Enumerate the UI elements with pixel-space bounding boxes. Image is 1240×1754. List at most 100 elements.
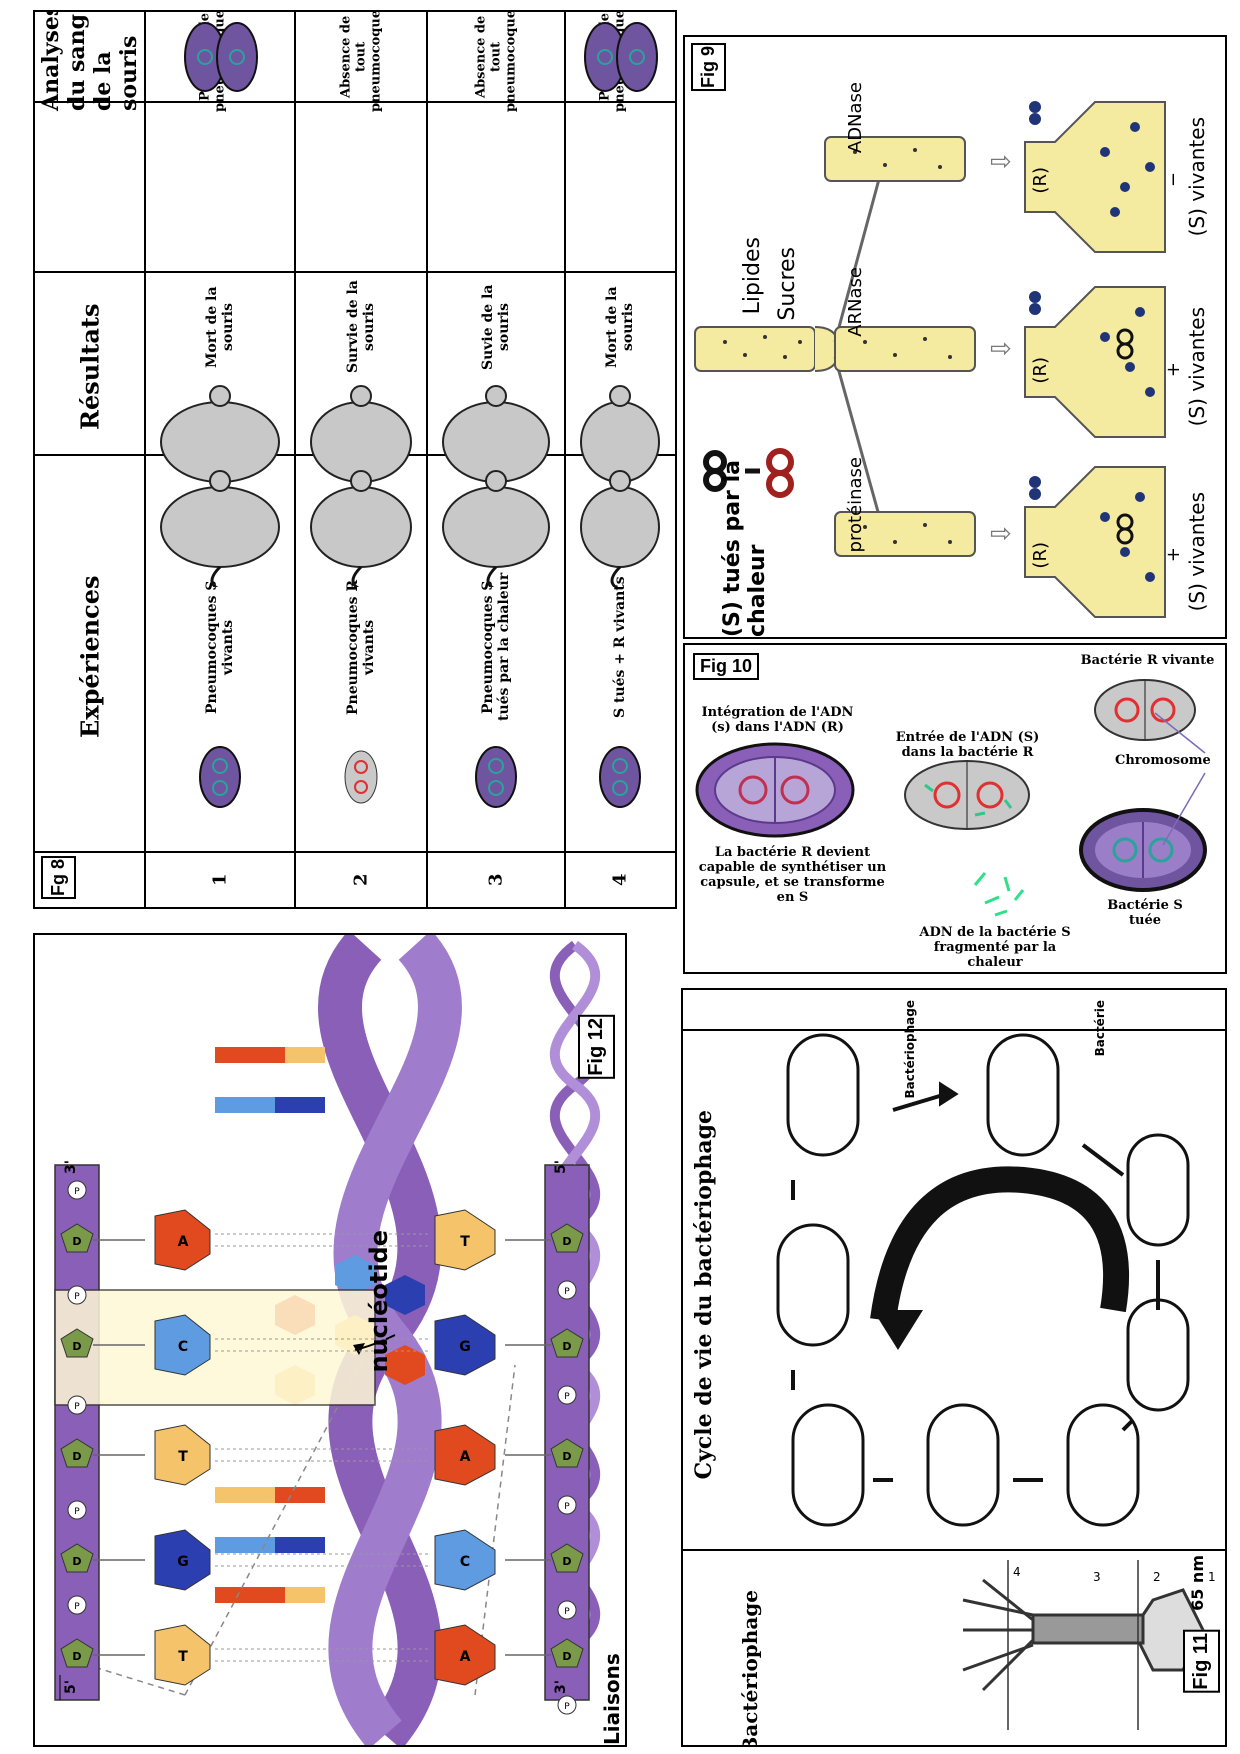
fig8-tag: Fg 8	[41, 855, 76, 899]
fig8-row-num-1: 1	[209, 873, 231, 886]
fig11-diagram	[683, 1029, 1225, 1730]
phosphate-label: P	[74, 1507, 80, 1517]
phosphate-label: P	[564, 1702, 570, 1712]
fig11-bacterie: Bactérie	[1093, 1000, 1107, 1057]
phosphate-label: P	[74, 1602, 80, 1612]
fig10-tag: Fig 10	[693, 653, 760, 680]
fig9-sign-3: −	[1163, 172, 1184, 188]
fig12-end-5-bottom: 5'	[553, 1160, 569, 1175]
mouse-icon	[310, 385, 412, 502]
sugar-label: D	[72, 1340, 81, 1353]
fig8-analysis-3: Absence de tout pneumocoques	[473, 10, 519, 112]
bacteria-icon	[199, 746, 241, 808]
base-label-right: C	[460, 1554, 470, 1570]
svg-text:⇨: ⇨	[990, 147, 1012, 177]
fig11-number-3: 3	[1093, 1570, 1101, 1584]
fig8-result-2: Survie de la souris	[345, 280, 377, 374]
fig12-liaisons-label: Liaisons hydrogènes	[600, 1612, 627, 1745]
fig12-end-3-bottom: 3'	[553, 1680, 569, 1695]
sugar-label: D	[72, 1450, 81, 1463]
fig8-header-analysis: Analyses du sang de la souris	[38, 10, 142, 111]
fig8-result-3: Suvie de la souris	[480, 284, 512, 370]
fig8-table	[35, 12, 675, 907]
base-label-right: A	[460, 1449, 471, 1465]
fig11-title: Cycle de vie du bactériophage	[691, 1110, 717, 1480]
phosphate-label: P	[564, 1392, 570, 1402]
fig9-enzyme-2: ARNase	[845, 267, 866, 337]
fig12-tag: Fig 12	[578, 1015, 615, 1079]
fig9-diagram: ⇨ ⇨ ⇨	[694, 101, 1166, 618]
bacteria-icon	[599, 746, 641, 808]
fig10-integration: Intégration de l'ADN (s) dans l'ADN (R)	[701, 705, 854, 735]
base-label-left: G	[177, 1554, 189, 1570]
phosphate-label: P	[74, 1292, 80, 1302]
fig9-killed-label: (S) tués par la chaleur	[720, 460, 770, 637]
fig9-r-label-1: (R)	[1030, 542, 1051, 569]
fig10-chromosome: Chromosome	[1115, 753, 1211, 768]
fig12-end-3-top: 3'	[63, 1160, 79, 1175]
fig8-panel: Fg 8 Analyses du sang de la souris Résul…	[33, 10, 677, 909]
phosphate-label: P	[564, 1287, 570, 1297]
sugar-label: D	[562, 1235, 571, 1248]
fig10-fragments: ADN de la bactérie S fragmenté par la ch…	[919, 925, 1071, 970]
fig10-diagram	[695, 679, 1207, 917]
sugar-label: D	[72, 1235, 81, 1248]
base-label-left: A	[178, 1234, 189, 1250]
fig8-row-num-4: 4	[609, 873, 631, 886]
sugar-label: D	[562, 1555, 571, 1568]
flask-icon	[1024, 101, 1166, 618]
mouse-icon	[580, 470, 660, 587]
fig8-analysis-2: Absence de tout pneumocoques	[338, 10, 384, 112]
fig8-header-results: Résultats	[75, 303, 105, 431]
mouse-icon	[160, 470, 280, 587]
fig11-scale: 65 nm	[1188, 1555, 1207, 1611]
fig11-number-2: 2	[1153, 1570, 1161, 1584]
base-label-left: T	[178, 1449, 188, 1465]
base-label-right: T	[460, 1234, 470, 1250]
bacteriophage-icon	[962, 1578, 1205, 1692]
mouse-icon	[442, 470, 550, 587]
fig8-experience-1: Pneumocoques S vivants	[204, 580, 236, 714]
fig11-number-4: 4	[1013, 1565, 1021, 1579]
fig9-sign-2: +	[1163, 362, 1184, 378]
bacteria-icon	[475, 746, 517, 808]
base-label-right: A	[460, 1649, 471, 1665]
base-label-left: T	[178, 1649, 188, 1665]
fig12-panel: Fig 12	[33, 933, 627, 1747]
phosphate-label: P	[564, 1502, 570, 1512]
fig9-enzyme-1: protéinase	[845, 457, 866, 553]
mouse-icon	[160, 385, 280, 502]
fig12-end-5-top: 5'	[63, 1680, 79, 1695]
sugar-label: D	[562, 1450, 571, 1463]
tube-icon	[824, 136, 976, 557]
phosphate-label: P	[74, 1187, 80, 1197]
sugar-label: D	[72, 1650, 81, 1663]
fig11-tag: Fig 11	[1183, 1630, 1220, 1693]
fig9-sign-1: +	[1163, 547, 1184, 563]
base-label-right: G	[459, 1339, 471, 1355]
fig11-number-1: 1	[1208, 1570, 1216, 1584]
fig9-sucres: Sucres	[775, 247, 800, 321]
base-label-left: C	[178, 1339, 188, 1355]
fig9-panel: Fig 9 ⇨ ⇨ ⇨	[683, 35, 1227, 639]
svg-text:⇨: ⇨	[990, 519, 1012, 549]
fig11-panel: Fig 11	[681, 988, 1227, 1747]
bacteria-icon	[184, 22, 258, 92]
mouse-icon	[310, 470, 412, 587]
fig11-bacteriophage-label: Bactériophage	[738, 1590, 762, 1747]
fig10-r-alive: Bactérie R vivante	[1080, 653, 1215, 668]
fig8-experience-2: Pneumocoques R vivants	[345, 579, 377, 715]
fig9-result-2: (S) vivantes	[1185, 307, 1209, 427]
tube-icon	[694, 326, 841, 372]
sugar-label: D	[72, 1555, 81, 1568]
svg-text:⇨: ⇨	[990, 334, 1012, 364]
bacteria-icon	[584, 22, 658, 92]
fig9-lipides: Lipides	[740, 237, 765, 315]
phosphate-label: P	[74, 1402, 80, 1412]
fig10-transform: La bactérie R devient capable de synthét…	[698, 845, 887, 905]
fig10-s-killed: Bactérie S tuée	[1107, 898, 1183, 928]
fig9-result-3: (S) vivantes	[1185, 117, 1209, 237]
fig11-bacteriophage-small: Bactériophage	[903, 1000, 917, 1099]
fig8-experience-4: S tués + R vivants	[612, 576, 628, 718]
